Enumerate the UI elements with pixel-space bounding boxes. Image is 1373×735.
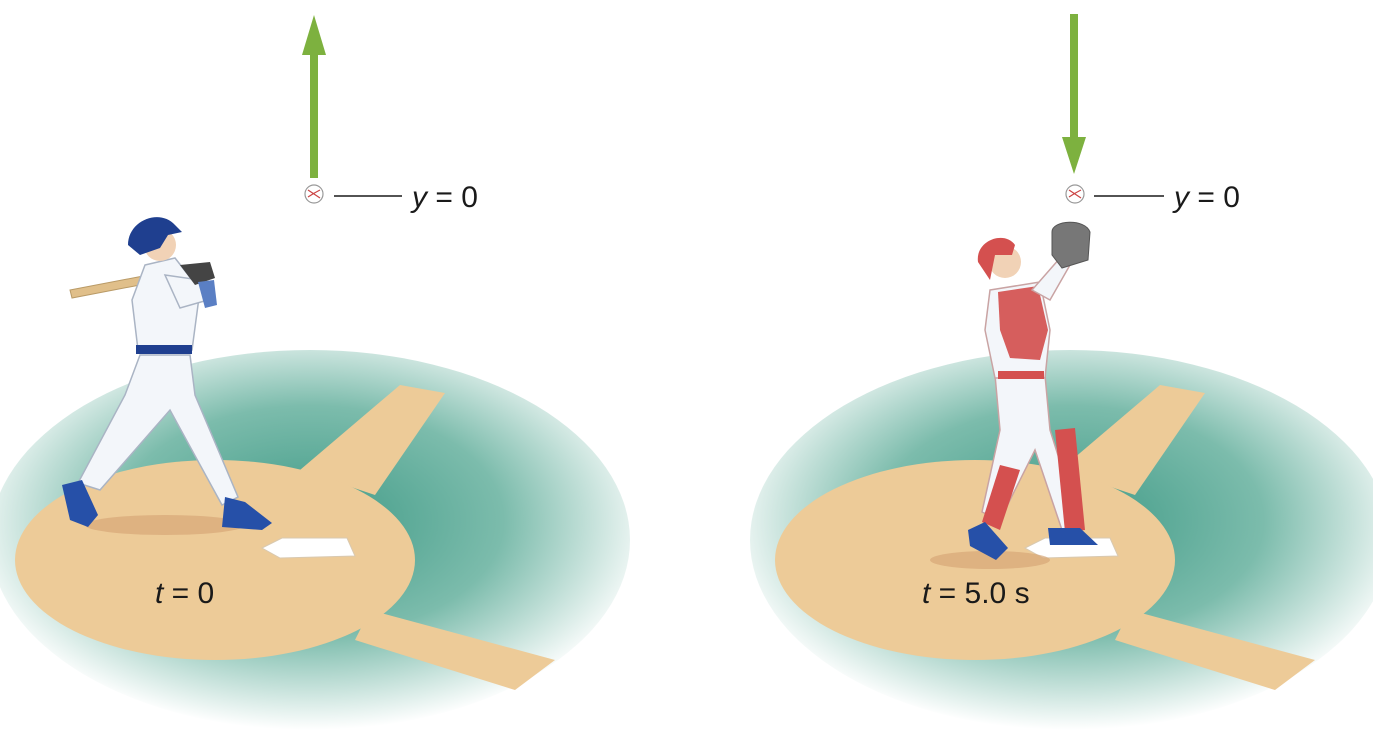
time-var-left: t: [155, 577, 165, 610]
arrow-down-head: [1062, 137, 1086, 174]
baseline-up-right: [1060, 385, 1205, 495]
batter-helmet: [128, 217, 182, 255]
infield-left: [0, 350, 630, 730]
catcher-shoe-front: [1048, 528, 1098, 545]
batter-towel: [198, 280, 217, 308]
home-dirt-left: [15, 460, 415, 660]
arrow-up-shaft: [310, 50, 318, 178]
baseball-icon: [304, 184, 324, 204]
player-shadow-left: [85, 515, 245, 535]
position-rest-right: = 0: [1189, 181, 1240, 214]
position-rest-left: = 0: [427, 181, 478, 214]
arrow-up-head: [302, 15, 326, 55]
shin-guard-back: [982, 465, 1020, 530]
baseline-down-right: [1115, 610, 1315, 690]
catcher-mitt: [1051, 221, 1091, 269]
batter-shoe-front: [222, 497, 272, 530]
shin-guard-front: [1055, 428, 1085, 532]
ball-seam-right: [1068, 189, 1082, 199]
position-var-left: y: [410, 181, 429, 214]
batter-gloves: [180, 262, 215, 285]
panel-right: y = 0 t = 5.0 s: [750, 14, 1373, 730]
batter-legs: [76, 354, 239, 506]
catcher-shoe-back: [968, 522, 1008, 560]
arrow-up-icon: [302, 15, 326, 178]
time-label-right: t = 5.0 s: [922, 577, 1030, 610]
batter-belt: [136, 345, 192, 354]
arrow-down-icon: [1062, 14, 1086, 174]
catcher-belt: [998, 371, 1044, 379]
catcher-figure: [968, 221, 1098, 560]
baseball-icon: [1065, 184, 1085, 204]
home-plate-left: [260, 537, 356, 559]
time-rest-right: = 5.0 s: [930, 577, 1029, 610]
time-label-left: t = 0: [155, 577, 214, 610]
position-var-right: y: [1172, 181, 1191, 214]
position-label-left: y = 0: [410, 181, 478, 214]
time-rest-left: = 0: [163, 577, 214, 610]
player-shadow-right: [930, 551, 1050, 569]
baseline-down-left: [355, 610, 555, 690]
batter-shoe-back: [62, 480, 98, 527]
position-label-right: y = 0: [1172, 181, 1240, 214]
chest-protector: [998, 286, 1048, 360]
catcher-helmet: [977, 237, 1015, 280]
panel-left: y = 0 t = 0: [0, 15, 630, 730]
batter-figure: [62, 217, 272, 530]
ball-seam-left: [307, 189, 321, 199]
arrow-down-shaft: [1070, 14, 1078, 142]
baseline-up-left: [300, 385, 445, 495]
time-var-right: t: [922, 577, 932, 610]
